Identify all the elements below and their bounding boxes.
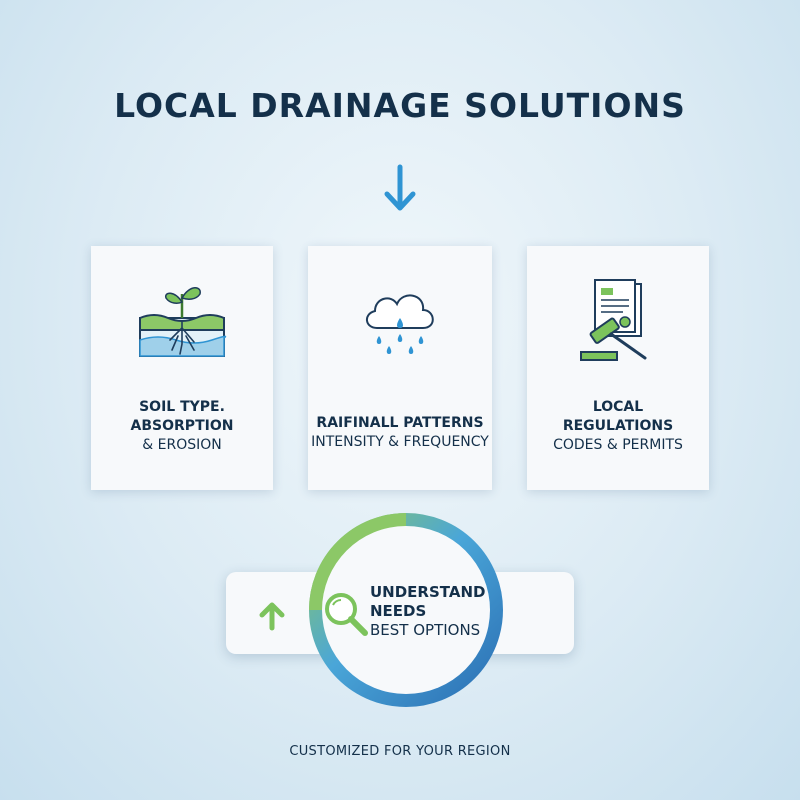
page-title: LOCAL DRAINAGE SOLUTIONS	[114, 86, 686, 125]
progress-ring	[309, 513, 503, 707]
soil-card-text: SOIL TYPE. ABSORPTION & EROSION	[91, 398, 273, 455]
rainfall-heading: RAIFINALL PATTERNS	[316, 415, 484, 431]
down-arrow-icon	[384, 164, 416, 211]
rain-cloud-icon	[366, 294, 434, 354]
center-line-1: UNDERSTAND	[370, 583, 486, 601]
regulations-card: LOCAL REGULATIONS CODES & PERMITS	[527, 246, 709, 490]
magnifier-icon	[325, 593, 368, 636]
rainfall-sub: INTENSITY & FREQUENCY	[311, 434, 489, 450]
up-arrow-icon	[259, 602, 285, 631]
center-text: UNDERSTAND NEEDS BEST OPTIONS	[370, 583, 490, 640]
regulations-sub: CODES & PERMITS	[553, 437, 683, 453]
footer-caption: CUSTOMIZED FOR YOUR REGION	[289, 744, 511, 759]
center-line-2: NEEDS	[370, 602, 427, 620]
soil-card: SOIL TYPE. ABSORPTION & EROSION	[91, 246, 273, 490]
center-line-3: BEST OPTIONS	[370, 621, 481, 639]
rainfall-card-text: RAIFINALL PATTERNS INTENSITY & FREQUENCY	[308, 414, 492, 452]
soil-line-2: ABSORPTION	[130, 418, 234, 434]
rainfall-card: RAIFINALL PATTERNS INTENSITY & FREQUENCY	[308, 246, 492, 490]
soil-sprout-icon	[139, 287, 227, 357]
soil-line-3: & EROSION	[142, 437, 222, 453]
regulations-heading-1: LOCAL	[592, 399, 644, 415]
regulations-gavel-icon	[580, 279, 647, 361]
regulations-card-text: LOCAL REGULATIONS CODES & PERMITS	[527, 398, 709, 455]
soil-line-1: SOIL TYPE.	[139, 399, 225, 415]
regulations-heading-2: REGULATIONS	[562, 418, 674, 434]
